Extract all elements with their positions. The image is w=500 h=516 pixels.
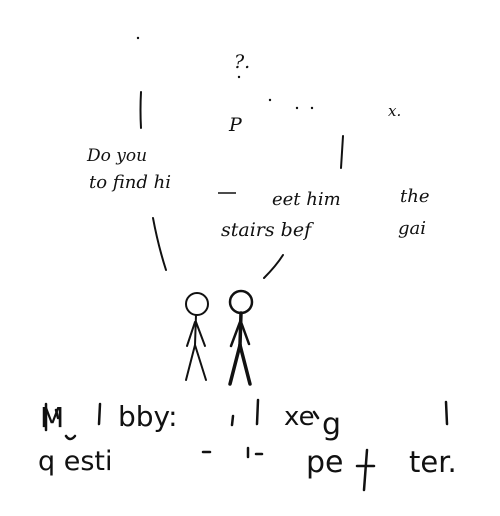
stray-mark xyxy=(237,75,241,79)
fragment-question: ?. xyxy=(234,51,251,73)
speaker-line-middle xyxy=(263,254,284,279)
fragment-x: x. xyxy=(388,102,402,120)
caption-line-2c: ter. xyxy=(409,445,457,479)
speech-right-line-2: stairs bef xyxy=(221,219,312,241)
speaker-line-right xyxy=(340,135,344,169)
stick-figure-right xyxy=(228,289,254,386)
caption-line-2b: pe xyxy=(306,445,344,480)
speech-right-line-1: eet him xyxy=(272,189,341,210)
speaker-line-left xyxy=(152,217,167,271)
fragment-p: P xyxy=(229,114,242,136)
speech-right-line-2b: gai xyxy=(398,218,427,239)
speech-left-line-1: Do you xyxy=(87,146,148,166)
caption-stray-strokes xyxy=(44,398,449,459)
caption-line-1a: M xyxy=(40,401,65,434)
caption-line-2a: q esti xyxy=(38,446,113,477)
stray-mark xyxy=(310,106,314,110)
speech-left-line-2: to find hi xyxy=(89,172,171,193)
stick-figure-left xyxy=(185,292,209,381)
speaker-line-top-left xyxy=(139,91,142,129)
caption-line-1b: bby: xyxy=(118,400,178,433)
stray-mark xyxy=(268,98,272,102)
speech-right-line-1b: the xyxy=(400,186,430,207)
caption-line-1d: g xyxy=(322,407,342,442)
caption-line-1c: xe xyxy=(284,402,315,432)
stray-mark xyxy=(295,106,299,110)
stray-mark xyxy=(136,36,140,40)
